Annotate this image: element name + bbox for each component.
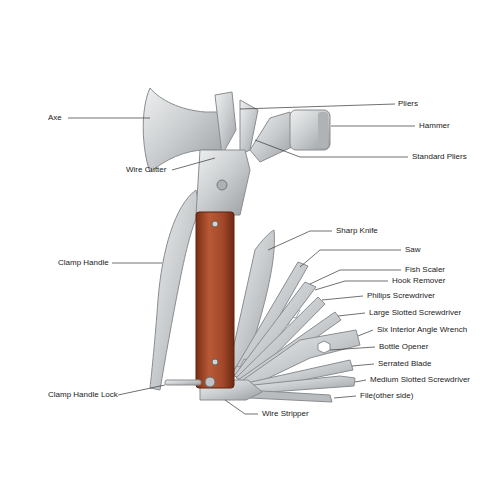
leader-line	[330, 347, 375, 350]
leader-line	[225, 400, 258, 414]
leader-line	[240, 104, 395, 109]
leader-line	[322, 296, 363, 300]
part-label: Axe	[48, 113, 62, 123]
leader-line	[310, 270, 401, 284]
part-label: Clamp Handle	[58, 258, 109, 268]
rivet	[212, 221, 218, 227]
part-label: File(other side)	[360, 391, 413, 401]
leader-line	[352, 364, 374, 366]
part-label: Fish Scaler	[405, 265, 445, 275]
part-label: Sharp Knife	[336, 226, 378, 236]
leader-line	[315, 281, 388, 290]
clamp-handle	[150, 190, 200, 390]
part-label: Serrated Blade	[378, 359, 431, 369]
leader-line	[338, 313, 365, 316]
leader-line	[118, 385, 165, 395]
leader-line	[331, 126, 415, 127]
leader-line	[68, 118, 150, 119]
part-label: Large Slotted Screwdriver	[369, 308, 461, 318]
leader-line	[172, 158, 215, 170]
hammer-face	[318, 112, 328, 148]
part-label: Hook Remover	[392, 276, 445, 286]
rivet	[212, 359, 218, 365]
part-label: Six Interior Angle Wrench	[377, 325, 467, 335]
part-label: Pliers	[398, 99, 418, 109]
part-label: Medium Slotted Screwdriver	[370, 375, 470, 385]
lock-pin	[205, 377, 215, 387]
part-label: Wire Stripper	[262, 409, 309, 419]
part-label: Standard Pliers	[412, 152, 467, 162]
part-label: Wire Cutter	[126, 165, 166, 175]
part-label: Clamp Handle Lock	[48, 390, 118, 400]
pliers-jaw	[215, 92, 236, 155]
leader-line	[268, 231, 332, 250]
wood-handle	[196, 212, 234, 388]
leader-line	[255, 140, 408, 157]
part-label: Hammer	[419, 121, 450, 131]
part-label: Saw	[405, 245, 421, 255]
hammer-neck	[250, 112, 294, 162]
handle-bolster	[196, 150, 250, 215]
leader-line	[334, 396, 356, 398]
leader-line	[112, 263, 162, 264]
leader-line	[300, 250, 401, 267]
clamp-lock	[165, 380, 201, 385]
leader-line	[355, 380, 366, 382]
leader-line	[358, 330, 373, 336]
rivet	[217, 180, 227, 190]
leader-lines	[68, 104, 415, 414]
axe-head	[143, 88, 222, 172]
part-label: Philips Screwdriver	[367, 291, 435, 301]
hammer-head	[290, 110, 330, 150]
part-label: Bottle Opener	[379, 342, 428, 352]
hex-hole	[318, 341, 330, 353]
